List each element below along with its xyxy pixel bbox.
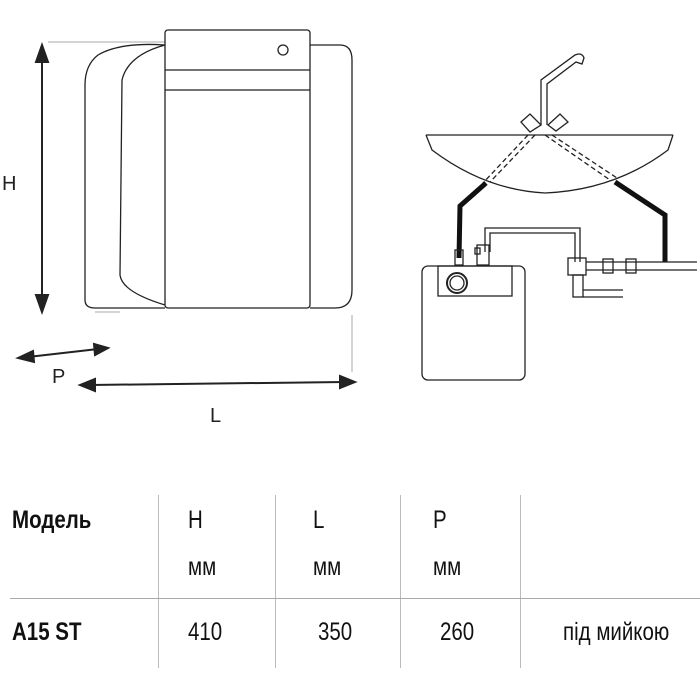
sink xyxy=(425,134,674,194)
column-divider xyxy=(158,495,159,668)
faucet-icon xyxy=(520,53,585,133)
header-p-unit: мм xyxy=(433,553,462,581)
header-h: H xyxy=(188,506,203,534)
depth-label: P xyxy=(52,366,65,388)
height-label: H xyxy=(2,173,16,195)
h-value: 410 xyxy=(188,618,223,646)
model-cell: A15 ST xyxy=(12,618,82,646)
hoses xyxy=(456,179,668,262)
row-divider xyxy=(10,598,700,599)
header-l: L xyxy=(313,506,325,534)
header-h-unit: мм xyxy=(188,553,217,581)
water-heater-diagram: H P L xyxy=(2,29,697,427)
header-l-unit: мм xyxy=(313,553,342,581)
column-divider xyxy=(400,495,401,668)
header-p: P xyxy=(433,506,447,534)
pipes xyxy=(454,227,697,298)
installation-note: під мийкою xyxy=(563,618,670,646)
header-model: Модель xyxy=(12,506,92,534)
column-divider xyxy=(275,495,276,668)
small-heater xyxy=(421,265,526,381)
heater-front-view xyxy=(48,29,353,372)
dimension-arrows xyxy=(15,41,358,393)
length-label: L xyxy=(210,405,221,427)
column-divider xyxy=(520,495,521,668)
installation-scheme xyxy=(421,53,697,381)
p-value: 260 xyxy=(440,618,475,646)
l-value: 350 xyxy=(318,618,353,646)
